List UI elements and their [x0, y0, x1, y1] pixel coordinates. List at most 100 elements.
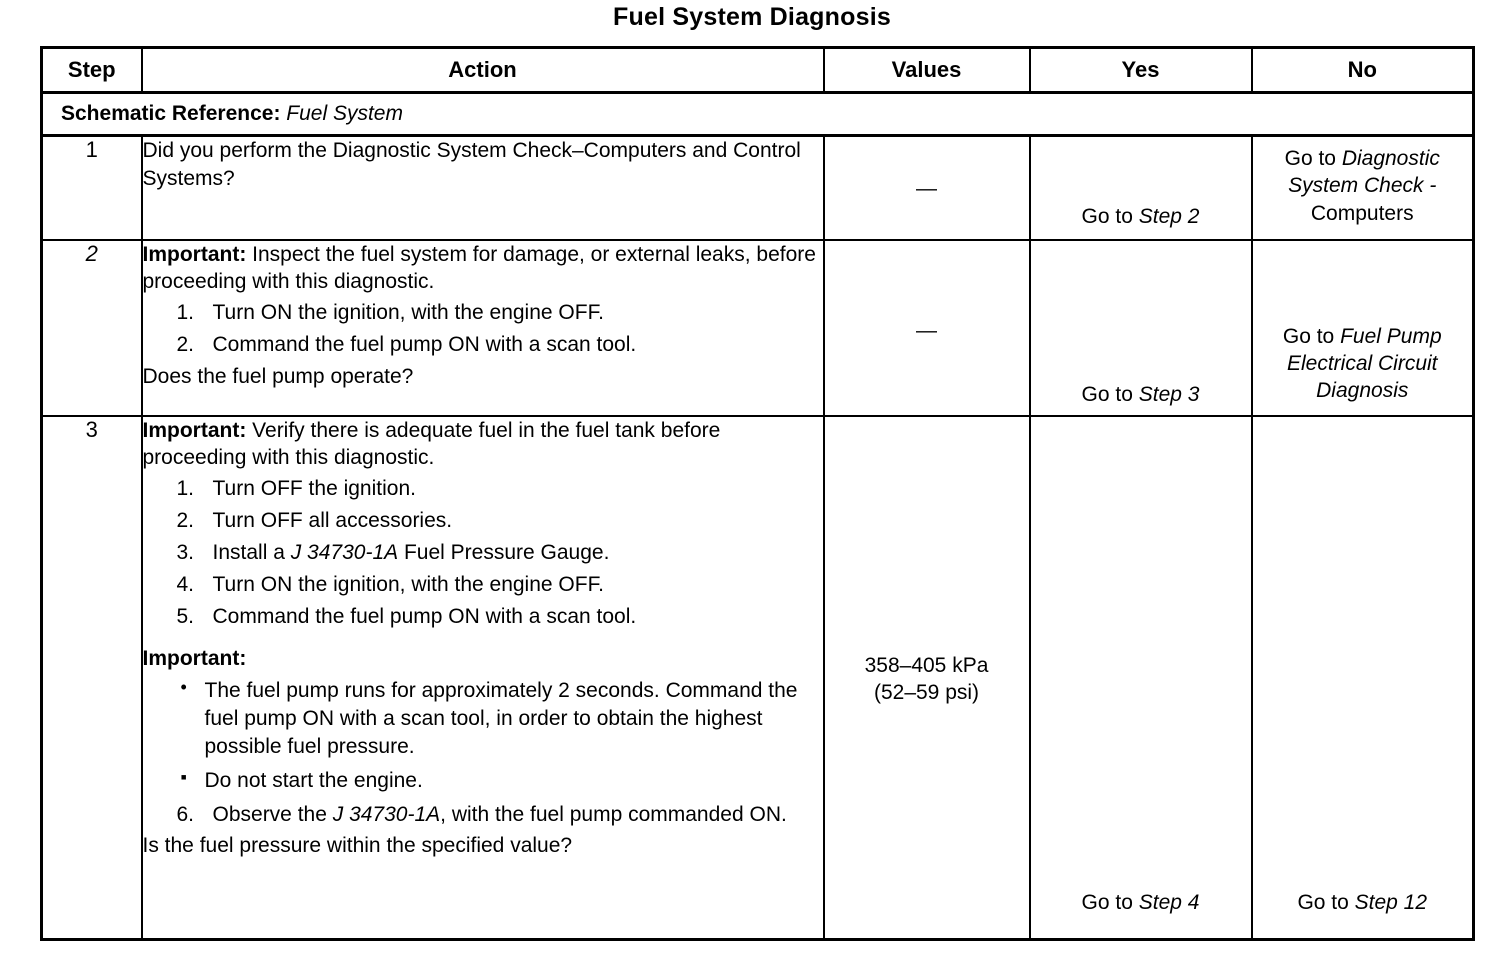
no-prefix-1: Go to [1284, 147, 1342, 170]
yes-cell-3: Go to Step 4 [1028, 414, 1253, 941]
step-number-1: 1 [40, 134, 143, 241]
section-spacer [143, 635, 823, 645]
important-label-2: Important: [142, 242, 247, 266]
tool-reference: J 34730-1A [290, 541, 399, 565]
no-action-3: Go to Step 12 [1253, 889, 1473, 916]
list-text: Turn ON the ignition, with the engine OF… [212, 573, 604, 597]
schematic-reference-cell: Schematic Reference: Fuel System [40, 91, 1475, 137]
action-cell-2: Important: Inspect the fuel system for d… [140, 238, 825, 417]
list-item: 2. Command the fuel pump ON with a scan t… [177, 331, 823, 359]
table-header-row: Step Action Values Yes No [40, 46, 1475, 94]
action-question-2: Does the fuel pump operate? [142, 365, 414, 389]
list-text-post: Fuel Pressure Gauge. [398, 541, 610, 565]
list-text: Turn OFF the ignition. [212, 477, 416, 501]
list-text: Command the fuel pump ON with a scan too… [212, 605, 637, 629]
numbered-steps-3-cont: 6. Observe the J 34730-1A, with the fuel … [143, 801, 823, 829]
list-marker: 1. [176, 301, 195, 325]
values-text-1: — [916, 177, 937, 200]
list-marker: 1. [176, 477, 195, 501]
no-action-2: Go to Fuel Pump Electrical Circuit Diagn… [1253, 323, 1473, 405]
bullet-square-icon: ▪ [180, 766, 187, 787]
yes-ref-3: Step 4 [1138, 890, 1200, 914]
action-question-3: Is the fuel pressure within the specifie… [142, 834, 573, 858]
yes-action-2: Go to Step 3 [1031, 381, 1251, 408]
column-header-values: Values [822, 46, 1031, 94]
list-marker: 6. [176, 802, 195, 826]
diagnostic-table-wrapper: Step Action Values Yes No Schematic Refe… [40, 46, 1475, 941]
important-note-2: Important: Inspect the fuel system for d… [143, 241, 823, 297]
diagnostic-table: Step Action Values Yes No Schematic Refe… [40, 46, 1475, 941]
action-cell-3: Important: Verify there is adequate fuel… [140, 414, 825, 941]
important-text-3: Verify there is adequate fuel in the fue… [142, 418, 721, 470]
values-text-2: — [916, 318, 937, 342]
values-cell-2: — [822, 238, 1031, 417]
list-text-pre: Observe the [212, 802, 333, 826]
yes-ref-1: Step 2 [1138, 205, 1200, 228]
list-item: 5. Command the fuel pump ON with a scan t… [177, 603, 823, 631]
important-note-3b: Important: [143, 645, 823, 673]
list-marker: 4. [176, 573, 195, 597]
list-text-post: , with the fuel pump commanded ON. [440, 802, 787, 826]
values-line-1: 358–405 kPa [864, 653, 989, 677]
no-action-1: Go to Diagnostic System Check - Computer… [1253, 145, 1473, 227]
list-item: 1. Turn OFF the ignition. [177, 475, 823, 503]
values-line-2: (52–59 psi) [873, 680, 980, 704]
table-row: 1 Did you perform the Diagnostic System … [40, 134, 1475, 241]
list-marker: 3. [176, 541, 195, 565]
list-text: The fuel pump runs for approximately 2 s… [204, 678, 798, 758]
no-prefix-2: Go to [1282, 324, 1341, 348]
list-text-pre: Install a [212, 541, 291, 565]
page-title: Fuel System Diagnosis [613, 3, 891, 31]
bullet-list-3: • The fuel pump runs for approximately 2 … [143, 677, 823, 795]
bullet-icon: • [180, 676, 187, 697]
yes-ref-2: Step 3 [1138, 382, 1200, 406]
no-prefix-3: Go to [1297, 890, 1355, 914]
action-intro-1: Did you perform the Diagnostic System Ch… [142, 139, 801, 190]
yes-cell-2: Go to Step 3 [1028, 238, 1253, 417]
list-item: 6. Observe the J 34730-1A, with the fuel … [177, 801, 823, 829]
yes-cell-1: Go to Step 2 [1028, 134, 1253, 241]
schematic-reference-row: Schematic Reference: Fuel System [40, 91, 1475, 137]
no-cell-3: Go to Step 12 [1250, 414, 1475, 941]
list-item: • The fuel pump runs for approximately 2 … [177, 677, 823, 761]
column-header-action: Action [140, 46, 825, 94]
numbered-steps-3: 1. Turn OFF the ignition. 2. Turn OFF all … [143, 475, 823, 631]
important-label-3: Important: [142, 418, 247, 442]
table-row: 2 Important: Inspect the fuel system for… [40, 238, 1475, 417]
no-cell-1: Go to Diagnostic System Check - Computer… [1250, 134, 1475, 241]
list-text: Turn ON the ignition, with the engine OF… [212, 301, 604, 325]
no-ref-1: Diagnostic System Check - [1288, 147, 1440, 198]
table-row: 3 Important: Verify there is adequate fu… [40, 414, 1475, 941]
important-note-3: Important: Verify there is adequate fuel… [143, 417, 823, 473]
schematic-reference-value: Fuel System [286, 102, 403, 125]
important-text-2: Inspect the fuel system for damage, or e… [142, 242, 816, 294]
column-header-yes: Yes [1028, 46, 1253, 94]
list-text: Command the fuel pump ON with a scan too… [212, 333, 637, 357]
important-label-3b: Important: [142, 646, 247, 670]
column-header-step: Step [40, 46, 143, 94]
values-cell-3: 358–405 kPa (52–59 psi) [822, 414, 1031, 941]
list-item: 2. Turn OFF all accessories. [177, 507, 823, 535]
list-text: Turn OFF all accessories. [212, 509, 453, 533]
step-number-2: 2 [40, 238, 143, 417]
list-marker: 2. [176, 509, 195, 533]
yes-action-1: Go to Step 2 [1031, 203, 1251, 230]
yes-prefix-2: Go to [1081, 382, 1139, 406]
yes-action-3: Go to Step 4 [1031, 889, 1251, 916]
list-marker: 2. [176, 333, 195, 357]
step-number-3: 3 [40, 414, 143, 941]
tool-reference: J 34730-1A [332, 802, 441, 826]
column-header-no: No [1250, 46, 1475, 94]
list-marker: 5. [176, 605, 195, 629]
no-ref-2: Fuel Pump Electrical Circuit Diagnosis [1286, 324, 1442, 403]
values-cell-1: — [822, 134, 1031, 241]
list-item: 3. Install a J 34730-1A Fuel Pressure Gau… [177, 539, 823, 567]
numbered-steps-2: 1. Turn ON the ignition, with the engine … [143, 299, 823, 359]
list-item: 4. Turn ON the ignition, with the engine … [177, 571, 823, 599]
no-tail-1: Computers [1310, 201, 1414, 225]
action-cell-1: Did you perform the Diagnostic System Ch… [140, 134, 825, 241]
no-cell-2: Go to Fuel Pump Electrical Circuit Diagn… [1250, 238, 1475, 417]
no-ref-3: Step 12 [1354, 890, 1428, 914]
list-item: 1. Turn ON the ignition, with the engine … [177, 299, 823, 327]
